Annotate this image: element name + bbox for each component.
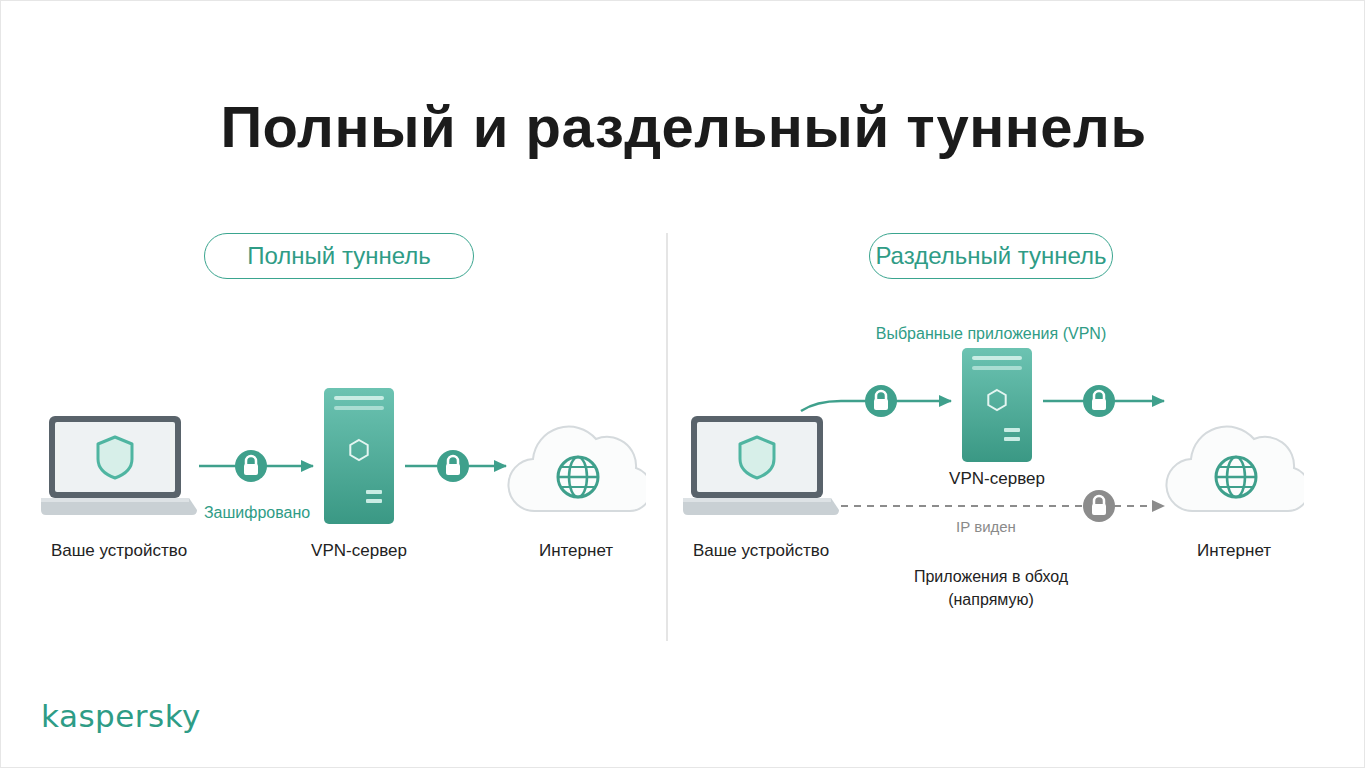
group-caption: Выбранные приложения (VPN) <box>851 324 1131 344</box>
lock-body <box>874 399 888 410</box>
node-label: Ваше устройство <box>693 541 829 561</box>
cloud-shape <box>1166 427 1304 511</box>
lock-badge <box>1083 385 1115 417</box>
lock-icon <box>1083 490 1115 522</box>
server-led <box>1004 437 1020 441</box>
server-slot <box>334 406 384 410</box>
node-icon <box>681 411 841 526</box>
lock-body <box>244 464 258 475</box>
tunnel-arrow <box>405 465 506 468</box>
lock-icon <box>1083 385 1115 417</box>
node-icon <box>39 411 199 526</box>
laptop-frame <box>49 416 181 498</box>
tunnel-arrow <box>801 401 951 411</box>
node-icon <box>313 386 405 526</box>
server-hexagon <box>988 390 1005 410</box>
node-label: Раздельный туннель <box>875 246 1106 266</box>
laptop-screen <box>55 422 175 492</box>
shield-symbol <box>740 437 774 478</box>
cloud-node: Интернет <box>506 401 646 566</box>
lock-shackle <box>448 456 458 465</box>
laptop-screen <box>697 422 817 492</box>
globe-latitude <box>1220 466 1252 468</box>
brand-logo: kaspersky <box>41 696 261 736</box>
lock-badge <box>1083 490 1115 522</box>
node-label: Интернет <box>1197 541 1271 561</box>
globe-equator <box>1216 476 1256 479</box>
lock-icon <box>865 385 897 417</box>
lock-badge <box>865 385 897 417</box>
laptop-frame <box>691 416 823 498</box>
globe-latitude <box>562 466 594 468</box>
laptop-base <box>683 498 839 515</box>
server-led <box>366 499 382 503</box>
lock-shackle <box>1094 391 1104 400</box>
lock-icon <box>437 450 469 482</box>
shield-symbol <box>98 437 132 478</box>
node-label: VPN-сервер <box>311 541 407 561</box>
diagram-title: Полный и раздельный туннель <box>1 93 1365 160</box>
server-led <box>366 490 382 494</box>
edge-label: Зашифровано <box>197 504 317 522</box>
tunnel-arrow <box>1043 400 1164 403</box>
lock-shackle <box>246 456 256 465</box>
lock-shackle <box>1094 496 1104 505</box>
server-body <box>962 348 1032 462</box>
node-icon <box>506 401 646 526</box>
laptop-hinge <box>41 498 189 502</box>
server-node: VPN-сервер <box>313 386 405 566</box>
lock-badge <box>437 450 469 482</box>
laptop-hinge <box>683 498 831 502</box>
server-icon <box>951 346 1043 464</box>
node-label: Ваше устройство <box>51 541 187 561</box>
cloud-icon <box>1164 401 1304 526</box>
cloud-node: Интернет <box>1164 401 1304 566</box>
mode-pill: Полный туннель <box>204 233 474 279</box>
server-hexagon <box>350 440 367 460</box>
globe-symbol <box>558 457 598 497</box>
panel-divider <box>666 233 668 641</box>
lock-body <box>446 464 460 475</box>
tunnel-arrow <box>199 465 313 468</box>
laptop-icon <box>681 411 841 526</box>
node-icon <box>1164 401 1304 526</box>
globe-latitude <box>562 486 594 488</box>
lock-body <box>1092 399 1106 410</box>
server-body <box>324 388 394 524</box>
server-slot <box>972 356 1022 360</box>
server-node: VPN-сервер <box>951 346 1043 496</box>
lock-icon <box>235 450 267 482</box>
device-node: Ваше устройство <box>681 411 841 566</box>
device-node: Ваше устройство <box>39 411 199 566</box>
lock-body <box>1092 504 1106 515</box>
lock-shackle <box>876 391 886 400</box>
server-led <box>1004 428 1020 432</box>
server-slot <box>334 396 384 400</box>
node-label: VPN-сервер <box>949 469 1045 489</box>
cloud-icon <box>506 401 646 526</box>
mode-pill: Раздельный туннель <box>869 233 1113 279</box>
globe-equator <box>558 476 598 479</box>
group-caption: Приложения в обход (напрямую) <box>881 565 1101 611</box>
globe-latitude <box>1220 486 1252 488</box>
globe-symbol <box>1216 457 1256 497</box>
lock-badge <box>235 450 267 482</box>
laptop-icon <box>39 411 199 526</box>
node-label: Полный туннель <box>247 246 430 266</box>
server-icon <box>313 386 405 526</box>
bypass-arrow <box>841 505 1164 507</box>
laptop-base <box>41 498 197 515</box>
node-icon <box>951 346 1043 464</box>
edge-label: IP виден <box>926 518 1046 535</box>
cloud-shape <box>508 427 646 511</box>
server-slot <box>972 366 1022 370</box>
node-label: Интернет <box>539 541 613 561</box>
